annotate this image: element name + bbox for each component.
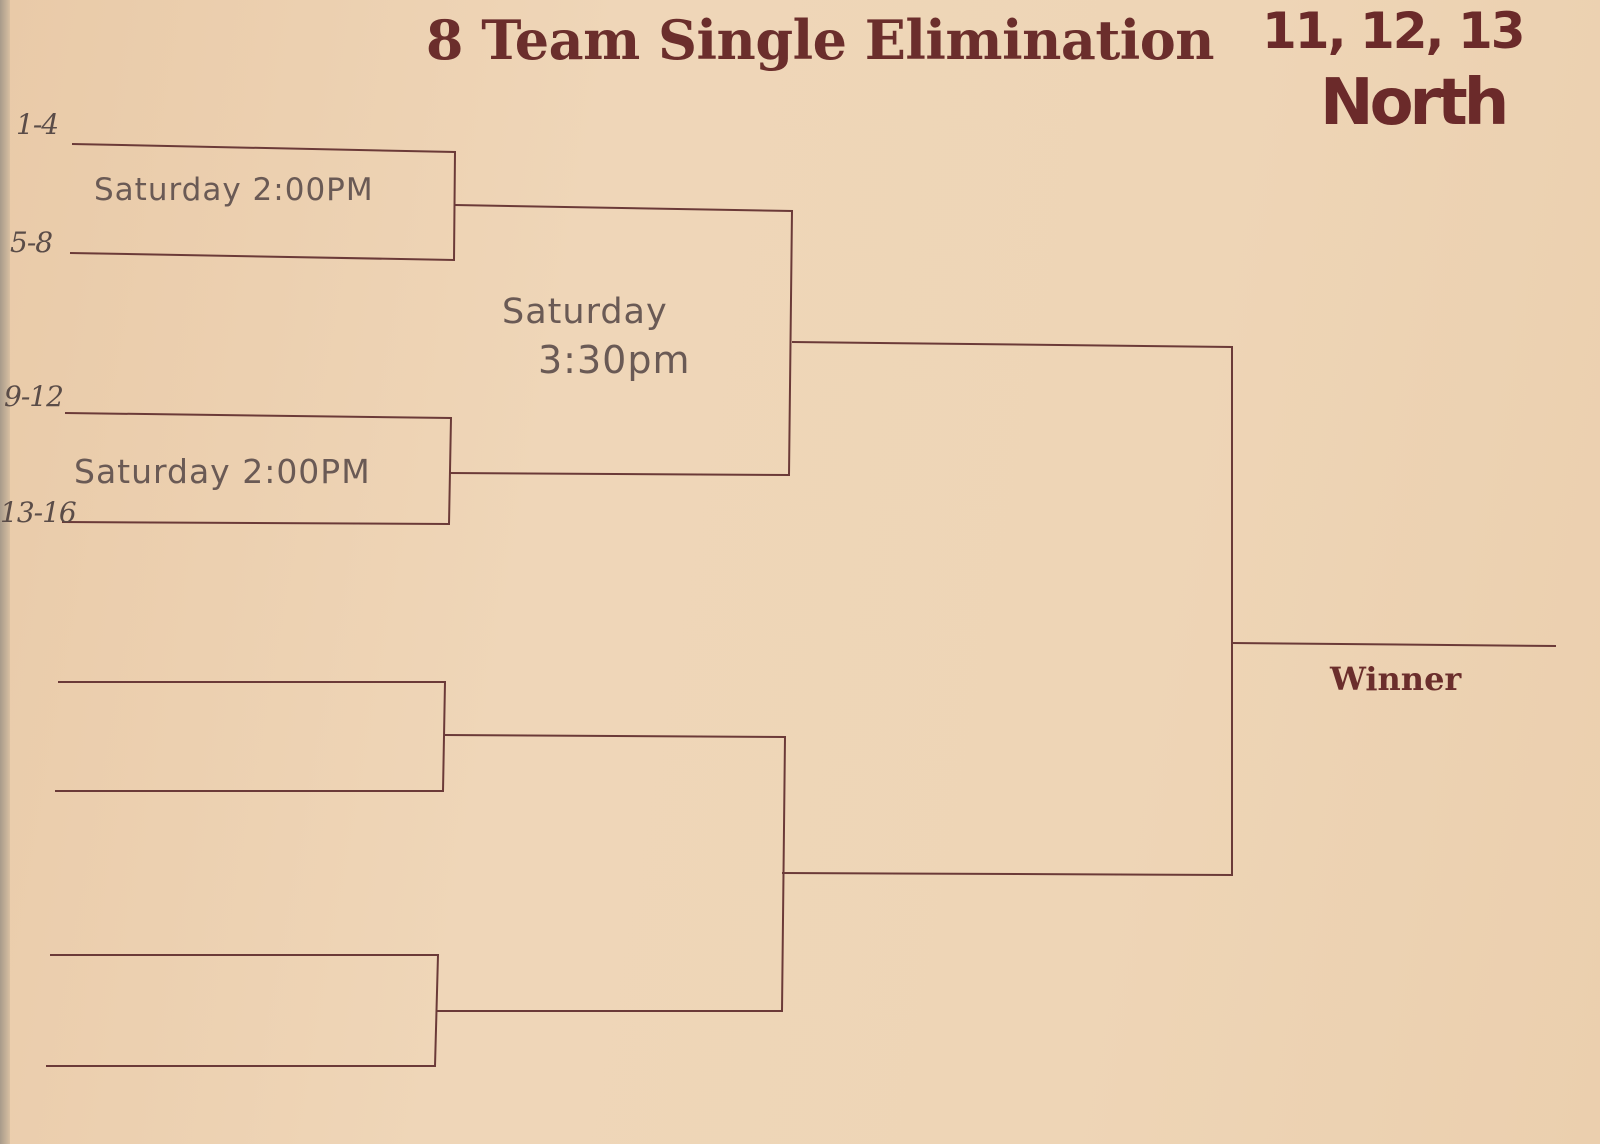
winner-label: Winner xyxy=(1330,660,1462,698)
seed-label-4: 13-16 xyxy=(0,496,77,529)
r1-game2-time: Saturday 2:00PM xyxy=(74,452,371,491)
r2-game1-line xyxy=(448,204,794,477)
r2-game1-time: 3:30pm xyxy=(538,338,691,382)
final-line xyxy=(781,341,1233,877)
r1-game3-line xyxy=(55,681,447,792)
seed-label-2: 5-8 xyxy=(10,226,53,259)
r1-game2-line xyxy=(61,412,453,526)
page-edge xyxy=(0,0,10,1144)
teams-annotation: 11, 12, 13 xyxy=(1262,2,1526,60)
seed-label-3: 9-12 xyxy=(4,380,64,413)
r1-game1-time: Saturday 2:00PM xyxy=(94,172,374,208)
r2-game2-line xyxy=(437,734,787,1012)
r1-game1-line xyxy=(69,143,457,262)
r2-game1-day: Saturday xyxy=(502,292,668,332)
winner-line xyxy=(1231,642,1557,647)
bracket-title: 8 Team Single Elimination xyxy=(425,8,1215,72)
division-annotation: North xyxy=(1320,66,1509,140)
seed-label-1: 1-4 xyxy=(16,108,59,141)
r1-game4-line xyxy=(46,954,440,1067)
